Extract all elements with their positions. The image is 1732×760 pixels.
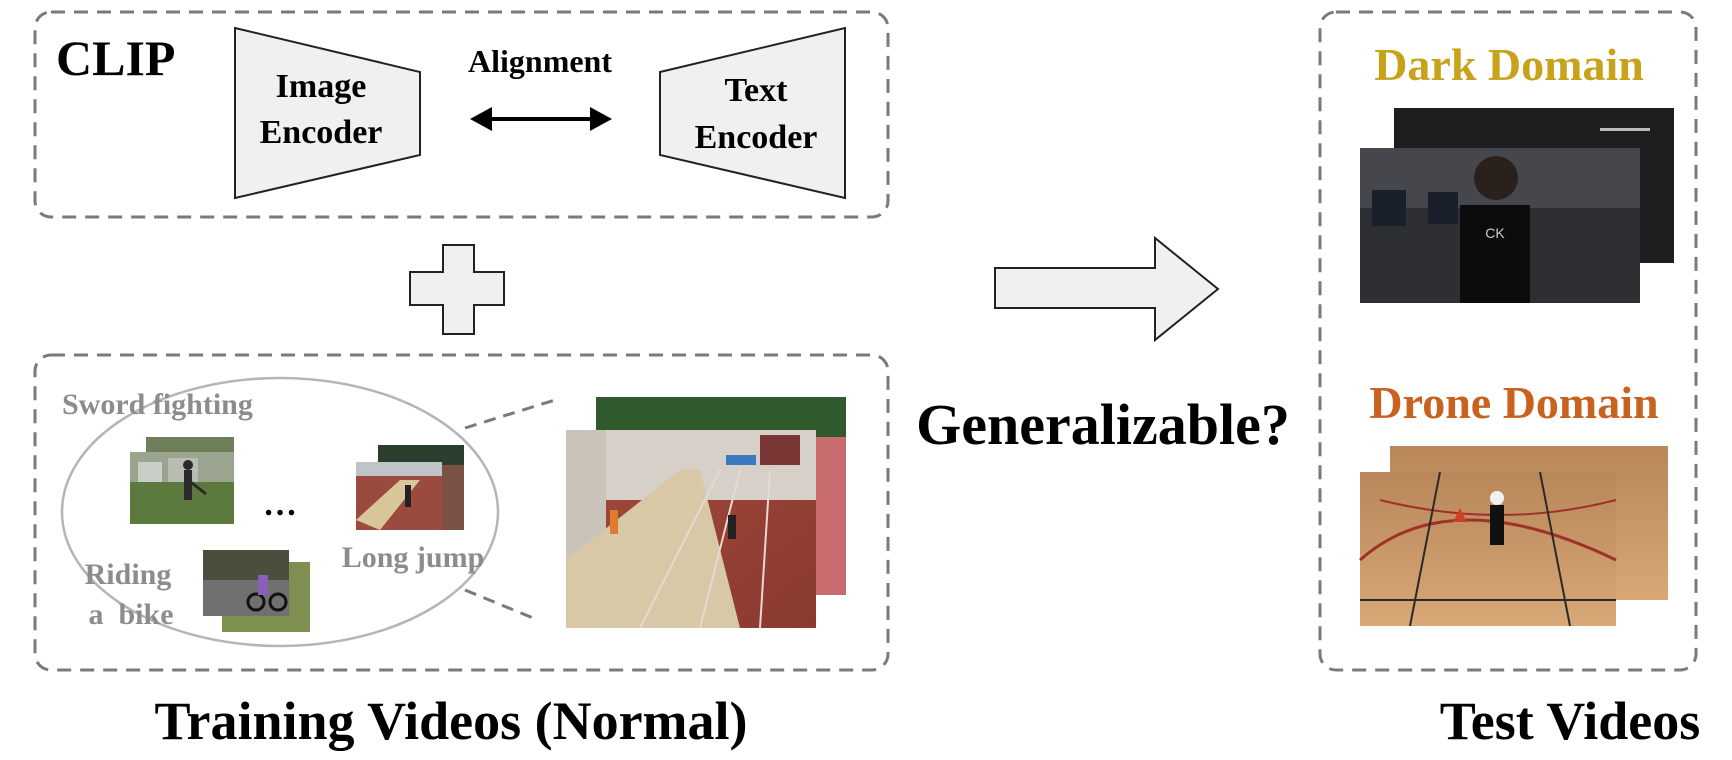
alignment-label: Alignment: [468, 43, 612, 79]
zoom-line-bottom: [464, 588, 539, 622]
image-encoder-label-line2: Encoder: [260, 114, 383, 151]
clip-box: [33, 10, 890, 219]
plus-icon: [409, 244, 505, 335]
training-caption: Training Videos (Normal): [155, 691, 748, 751]
alignment-double-arrow-icon: [470, 107, 612, 131]
dark-domain-image: CK: [1360, 108, 1674, 303]
dark-domain-label: Dark Domain: [1374, 39, 1644, 90]
class-label-long-jump: Long jump: [342, 541, 485, 574]
generalizable-question: Generalizable?: [916, 392, 1290, 457]
long-jump-thumbnail: [356, 445, 464, 530]
drone-domain-label: Drone Domain: [1369, 377, 1658, 428]
training-box: [33, 353, 890, 672]
test-box: [1318, 10, 1698, 672]
long-jump-large-image: [566, 397, 846, 629]
text-encoder-label-line1: Text: [725, 72, 789, 109]
image-encoder-label-line1: Image: [276, 68, 367, 105]
sword-fighting-thumbnail: [130, 437, 234, 524]
class-ellipse: [60, 376, 500, 648]
big-right-arrow-icon: [994, 235, 1220, 343]
ellipsis-label: …: [263, 486, 297, 523]
class-label-riding-bike-line2: a bike: [88, 598, 173, 631]
shirt-print: CK: [1485, 225, 1505, 241]
class-label-sword-fighting: Sword fighting: [62, 388, 253, 421]
text-encoder-shape: [659, 26, 846, 200]
riding-bike-thumbnail: [203, 550, 310, 632]
image-encoder-shape: [234, 26, 421, 200]
drone-domain-image: [1359, 446, 1668, 627]
text-encoder-label-line2: Encoder: [695, 119, 818, 156]
clip-title: CLIP: [56, 30, 175, 86]
zoom-line-top: [464, 398, 556, 430]
class-label-riding-bike-line1: Riding: [85, 558, 172, 591]
test-caption: Test Videos: [1440, 691, 1701, 751]
